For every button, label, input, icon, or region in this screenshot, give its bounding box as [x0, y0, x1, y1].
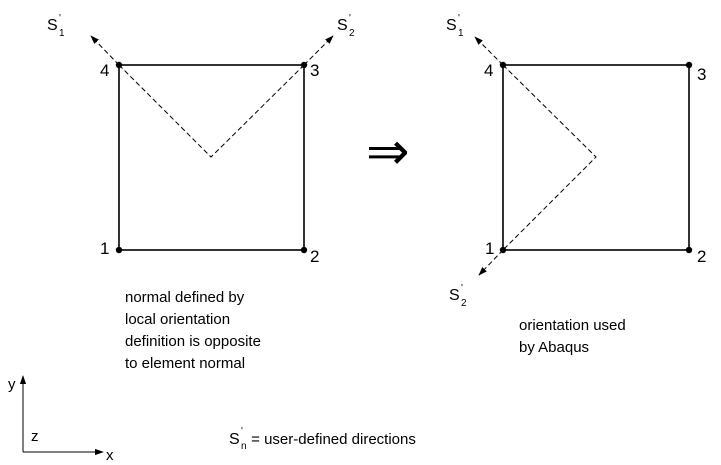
- right-element-square: [502, 64, 690, 251]
- left-node-4-dot: [115, 61, 123, 69]
- right-node-1-dot: [499, 246, 507, 254]
- right-node-2-dot: [685, 246, 693, 254]
- left-element: 1 2 3 4 S ' 1 S ' 2 normal defined by lo…: [47, 13, 355, 372]
- legend-symbol-prime: ': [241, 426, 243, 437]
- left-direction-1-prime: ': [59, 13, 61, 24]
- right-orientation-dashed-lines: [502, 64, 597, 251]
- right-direction-2-prime: ': [461, 283, 463, 294]
- left-node-1-dot: [115, 246, 123, 254]
- right-direction-2-subscript: 2: [461, 298, 467, 309]
- left-caption-line-1: normal defined by: [125, 289, 245, 306]
- legend-symbol-subscript: n: [241, 441, 247, 452]
- left-node-4-label: 4: [100, 61, 109, 80]
- left-caption-line-3: definition is opposite: [125, 333, 261, 350]
- left-node-2-dot: [300, 246, 308, 254]
- transform-arrow: ⇒: [366, 123, 410, 181]
- right-node-2-label: 2: [697, 247, 706, 266]
- x-axis-label: x: [106, 447, 114, 464]
- left-direction-1-subscript: 1: [59, 28, 65, 39]
- right-direction-1-label: S ' 1: [446, 13, 464, 39]
- left-direction-2-main: S: [337, 17, 348, 34]
- right-node-4-label: 4: [484, 61, 493, 80]
- right-direction-1-arrow: [474, 36, 504, 66]
- right-direction-2-main: S: [449, 287, 460, 304]
- z-axis-label: z: [31, 428, 39, 445]
- right-node-1-label: 1: [485, 239, 494, 258]
- left-caption: normal defined by local orientation defi…: [125, 289, 265, 372]
- right-caption-line-1: orientation used: [519, 317, 626, 334]
- left-node-3-dot: [300, 61, 308, 69]
- left-direction-1-main: S: [47, 17, 58, 34]
- y-axis-label: y: [8, 376, 16, 393]
- right-direction-1-prime: ': [458, 13, 460, 24]
- left-element-square: [118, 64, 305, 251]
- left-caption-line-4: to element normal: [125, 355, 245, 372]
- left-orientation-dashed-lines: [118, 64, 305, 158]
- right-element: 1 2 3 4 S ' 1 S ' 2 orientation used by …: [446, 13, 706, 356]
- right-node-3-dot: [685, 61, 693, 69]
- left-direction-2-subscript: 2: [349, 28, 355, 39]
- right-direction-2-arrow: [478, 249, 504, 276]
- legend-text: = user-defined directions: [247, 431, 416, 448]
- right-direction-1-main: S: [446, 17, 457, 34]
- right-node-4-dot: [499, 61, 507, 69]
- left-caption-line-2: local orientation: [125, 311, 230, 328]
- left-node-3-label: 3: [310, 61, 319, 80]
- left-direction-1-arrow: [90, 35, 120, 66]
- left-direction-2-label: S ' 2: [337, 13, 355, 39]
- legend-symbol-main: S: [229, 431, 240, 448]
- right-node-3-label: 3: [697, 65, 706, 84]
- left-node-1-label: 1: [100, 239, 109, 258]
- left-direction-1-label: S ' 1: [47, 13, 65, 39]
- coordinate-axes: y z x: [8, 375, 114, 464]
- right-caption-line-2: by Abaqus: [519, 339, 589, 356]
- left-direction-2-arrow: [303, 35, 334, 66]
- right-direction-2-label: S ' 2: [449, 283, 467, 309]
- right-caption: orientation used by Abaqus: [519, 317, 630, 356]
- right-direction-1-subscript: 1: [458, 28, 464, 39]
- legend: S ' n = user-defined directions: [229, 426, 416, 452]
- left-direction-2-prime: ': [349, 13, 351, 24]
- left-node-2-label: 2: [310, 247, 319, 266]
